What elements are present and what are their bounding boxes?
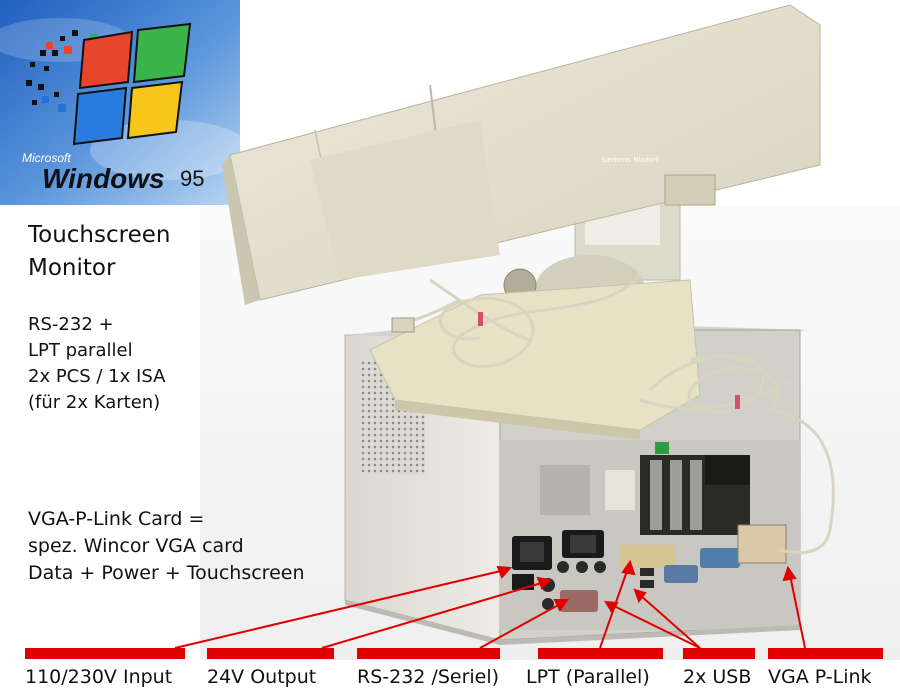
- port-label-24v-output: 24V Output: [207, 666, 317, 688]
- heading-line-1: Touchscreen: [28, 222, 171, 248]
- port-label-power-input: 110/230V Input: [25, 666, 173, 688]
- port-label-lpt: LPT (Parallel): [526, 666, 650, 688]
- logo-version-text: 95: [180, 166, 204, 191]
- feature-item: RS-232 +: [28, 314, 114, 335]
- annotation-bars: [25, 648, 883, 659]
- feature-item: 2x PCS / 1x ISA: [28, 366, 166, 387]
- logo-product-text: Windows: [42, 163, 165, 194]
- vga-card-line: spez. Wincor VGA card: [28, 535, 244, 557]
- heading-line-2: Monitor: [28, 255, 116, 281]
- vga-card-line: Data + Power + Touchscreen: [28, 562, 305, 584]
- touchscreen-monitor: Siemens Nixdorf: [222, 4, 821, 305]
- vga-card-line: VGA-P-Link Card =: [28, 508, 205, 530]
- feature-item: (für 2x Karten): [28, 392, 161, 413]
- port-label-vga-plink: VGA P-Link: [768, 666, 872, 688]
- feature-item: LPT parallel: [28, 340, 133, 361]
- port-label-rs232: RS-232 /Seriel): [357, 666, 500, 688]
- annotation-arrows: [174, 559, 806, 649]
- logo-brand-text: Microsoft: [22, 151, 71, 165]
- port-label-usb: 2x USB: [683, 666, 752, 688]
- monitor-badge: Siemens Nixdorf: [601, 156, 659, 164]
- windows95-logo: Microsoft Windows 95: [0, 0, 250, 205]
